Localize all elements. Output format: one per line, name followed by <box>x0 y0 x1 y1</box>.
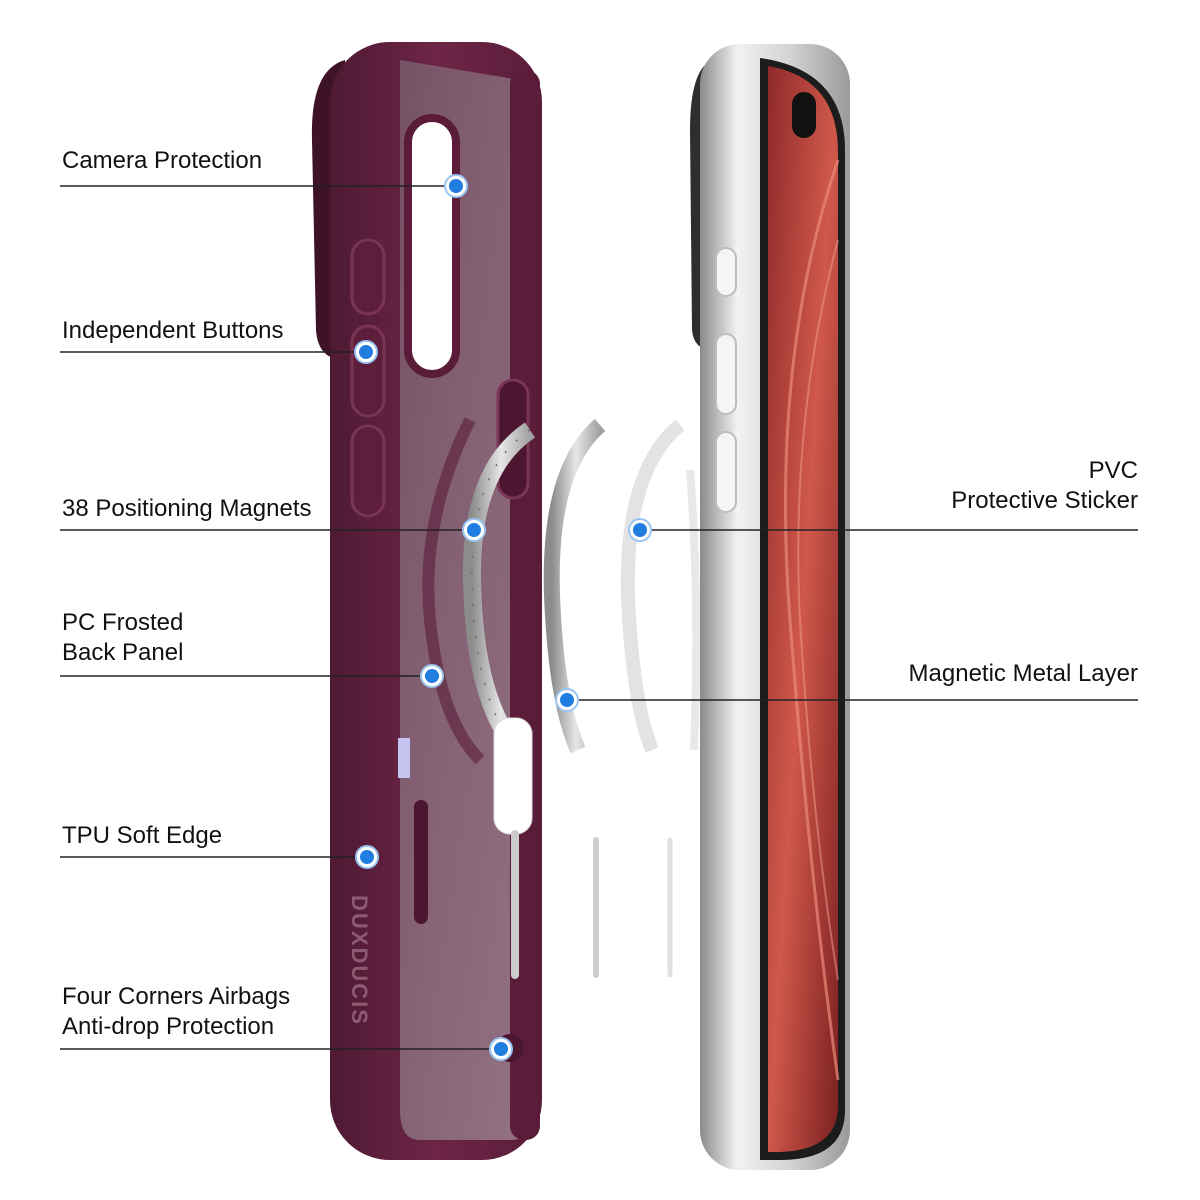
callout-text: Camera Protection <box>62 147 263 174</box>
callout-text: Magnetic Metal Layer <box>908 660 1138 687</box>
leader-lines <box>60 174 1138 1061</box>
callout-text-line2: Back Panel <box>62 639 184 666</box>
callout-magnetic-metal-layer: Magnetic Metal Layer <box>909 659 1138 689</box>
callout-text-line1: Four Corners Airbags <box>62 983 291 1010</box>
callout-corner-airbags: Four Corners Airbags Anti-drop Protectio… <box>62 982 290 1042</box>
marker-dot-independent-buttons <box>359 345 373 359</box>
callout-text: TPU Soft Edge <box>62 822 223 849</box>
callout-pvc-sticker: PVC Protective Sticker <box>951 456 1138 516</box>
callout-independent-buttons: Independent Buttons <box>62 316 284 346</box>
magnetic-ring-layers <box>462 418 701 979</box>
callout-text-line2: Protective Sticker <box>951 487 1138 514</box>
callout-positioning-magnets: 38 Positioning Magnets <box>62 494 312 524</box>
phone-case: DUXDUCIS <box>311 42 542 1160</box>
callout-text: 38 Positioning Magnets <box>62 495 312 522</box>
callout-text-line1: PC Frosted <box>62 609 184 636</box>
callout-camera-protection: Camera Protection <box>62 146 262 176</box>
callout-text: Independent Buttons <box>62 317 284 344</box>
marker-dot-positioning-magnets <box>467 523 481 537</box>
marker-dot-corner-airbags <box>494 1042 508 1056</box>
callout-text-line1: PVC <box>1088 457 1138 484</box>
brand-mark: DUXDUCIS <box>347 895 372 1026</box>
phone-device <box>690 44 850 1170</box>
marker-dot-pvc-sticker <box>633 523 647 537</box>
marker-dot-magnetic-metal-layer <box>560 693 574 707</box>
callout-text-line2: Anti-drop Protection <box>62 1013 275 1040</box>
callout-frosted-back-panel: PC Frosted Back Panel <box>62 608 183 668</box>
callout-tpu-soft-edge: TPU Soft Edge <box>62 821 222 851</box>
marker-dot-camera-protection <box>449 179 463 193</box>
marker-dot-tpu-soft-edge <box>360 850 374 864</box>
marker-dot-frosted-back-panel <box>425 669 439 683</box>
